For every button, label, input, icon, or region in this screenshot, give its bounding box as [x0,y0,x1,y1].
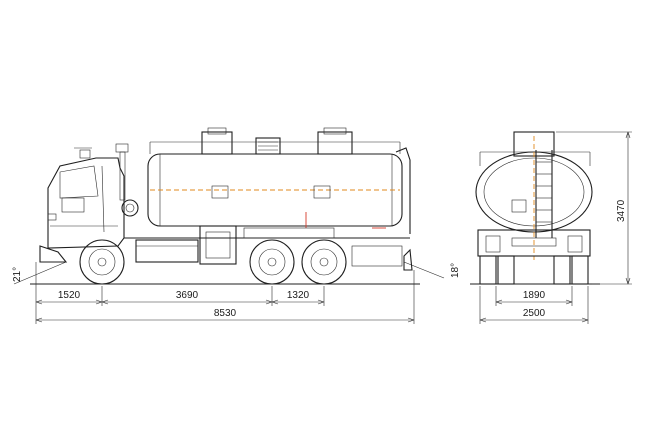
overall-width-dimension: 2500 [479,308,589,323]
bogie-label: 1320 [287,290,310,301]
rear-wheel-1 [249,239,295,285]
tank-body [147,127,411,234]
approach-angle-label: 21° [12,267,23,282]
departure-angle-label: 18° [450,263,461,278]
side-view: 21° 18° 1520 3690 1320 8530 [12,127,461,324]
overall-height-label: 3470 [616,199,627,222]
rear-track-label: 1890 [523,290,546,301]
dimension-row-1: 1520 3690 1320 [35,290,325,305]
front-overhang-label: 1520 [58,290,81,301]
rear-wheel-2 [301,239,347,285]
overall-width-label: 2500 [523,308,546,319]
rear-tank [475,131,593,260]
dimension-row-2: 8530 [35,308,415,323]
rear-view: 3470 1890 2500 [470,131,632,324]
wheelbase-label: 3690 [176,290,199,301]
rear-chassis [470,229,600,285]
overall-length-label: 8530 [214,308,237,319]
chassis [39,225,413,271]
truck-cab [47,143,139,249]
rear-track-dimension: 1890 [495,290,573,305]
height-dimension: 3470 [556,131,632,285]
